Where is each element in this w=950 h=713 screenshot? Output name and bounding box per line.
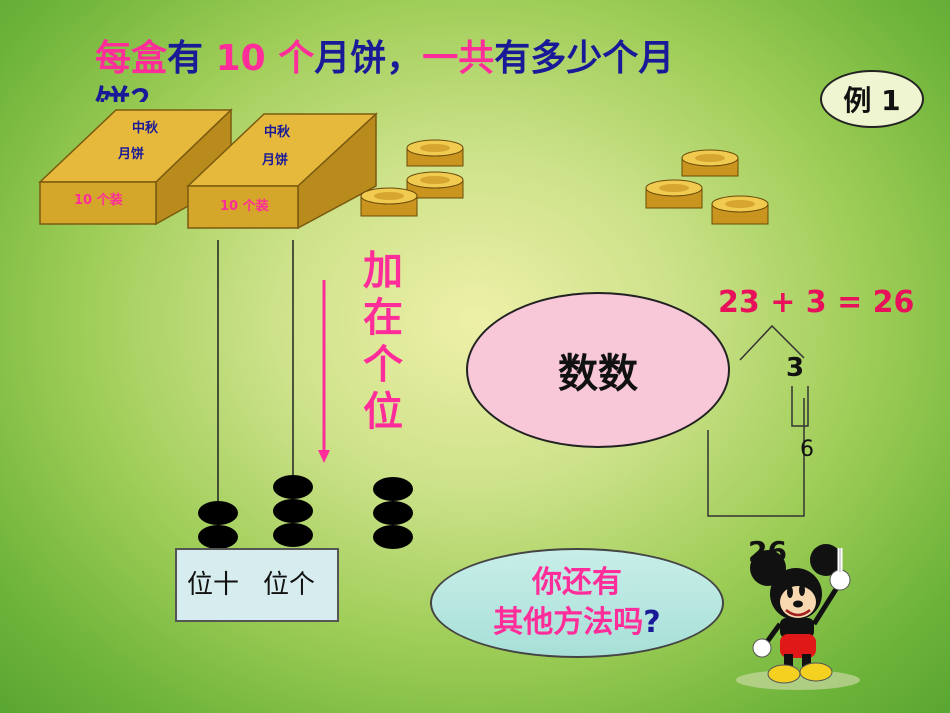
question-line2: 其他方法吗 bbox=[493, 605, 644, 640]
question-line1: 你还有 bbox=[532, 565, 622, 600]
title-segment: 有 bbox=[167, 38, 216, 79]
decomposition-lines bbox=[707, 324, 809, 517]
box-1-count: 10 个装 bbox=[74, 192, 123, 208]
title-segment: 一共 bbox=[422, 38, 495, 79]
vertical-char: 加 bbox=[363, 248, 403, 294]
mooncake-1 bbox=[406, 139, 464, 167]
example-label: 例 1 bbox=[820, 70, 924, 128]
box-2-name: 中秋 bbox=[264, 124, 291, 140]
mooncake-box-2: 中秋 月饼 10 个装 bbox=[186, 112, 378, 230]
loose-mooncakes-right bbox=[645, 149, 769, 225]
title-segment: 月饼， bbox=[314, 38, 423, 79]
added-beads bbox=[373, 477, 413, 549]
title-segment: 饼？ bbox=[95, 84, 167, 102]
mooncake-2 bbox=[406, 171, 464, 199]
loose-mooncakes-left bbox=[360, 139, 464, 217]
mooncake-5 bbox=[645, 179, 703, 209]
mooncake-6 bbox=[711, 195, 769, 225]
add-arrow bbox=[318, 280, 330, 463]
vertical-instruction: 加 在 个 位 bbox=[360, 248, 406, 436]
problem-title: 每盒有 10 个月饼，一共有多少个月饼？ bbox=[95, 36, 775, 102]
tens-beads bbox=[198, 501, 238, 549]
box-1-name2: 月饼 bbox=[117, 146, 144, 162]
sum-ones: 6 bbox=[800, 437, 814, 462]
box-2-count: 10 个装 bbox=[220, 198, 269, 214]
equation: 23 + 3 = 26 bbox=[718, 285, 915, 320]
place-value-box: 位十 位个 bbox=[175, 548, 339, 622]
mickey-mouse-icon bbox=[736, 544, 860, 690]
tens-label: 位十 bbox=[187, 570, 240, 600]
ones-beads bbox=[273, 475, 313, 547]
abacus-illustration bbox=[198, 240, 413, 549]
box-1-name: 中秋 bbox=[132, 120, 159, 136]
title-segment: 10 个 bbox=[215, 38, 315, 79]
title-segment: 每盒 bbox=[95, 38, 168, 79]
vertical-char: 位 bbox=[363, 389, 403, 435]
question-mark: ? bbox=[643, 605, 661, 640]
title-segment: 有多少个月 bbox=[494, 38, 675, 79]
vertical-char: 个 bbox=[363, 342, 403, 388]
mooncake-boxes: 中秋 月饼 10 个装 中秋 月饼 10 个装 bbox=[38, 108, 378, 230]
mooncake-4 bbox=[681, 149, 739, 177]
vertical-char: 在 bbox=[363, 295, 403, 341]
count-oval: 数数 bbox=[466, 292, 730, 448]
question-oval: 你还有 其他方法吗? bbox=[430, 548, 724, 658]
box-2-name2: 月饼 bbox=[261, 152, 288, 168]
ones-label: 位个 bbox=[263, 570, 316, 600]
partial-ones: 3 bbox=[786, 353, 805, 383]
mooncake-3 bbox=[360, 187, 418, 217]
